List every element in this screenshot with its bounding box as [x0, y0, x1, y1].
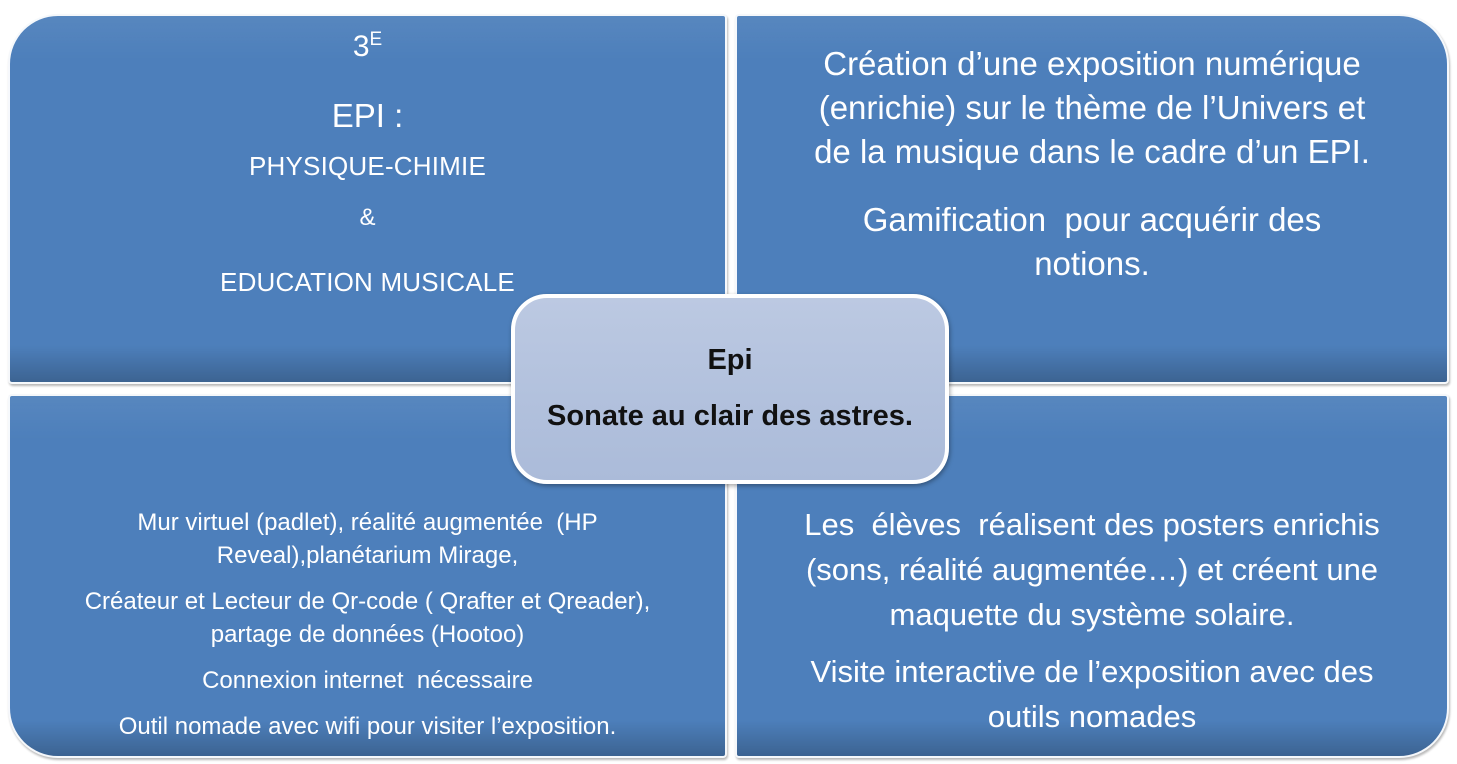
grade-level: 3E: [40, 30, 695, 65]
text-line: Connexion internet nécessaire: [202, 667, 533, 694]
text-line: Créateur et Lecteur de Qr-code ( Qrafter…: [84, 588, 651, 615]
text-line: Création d’une exposition numérique: [823, 45, 1361, 82]
text-line: outils nomades: [987, 699, 1197, 734]
paragraph-gamification: Gamification pour acquérir des notions.: [767, 198, 1417, 286]
text-line: (enrichie) sur le thème de l’Univers et: [818, 89, 1366, 126]
grade-suffix: E: [369, 29, 383, 50]
center-title-box: Epi Sonate au clair des astres.: [511, 294, 949, 484]
subject-physics: PHYSIQUE-CHIMIE: [248, 151, 487, 182]
text-line: Les élèves réalisent des posters enrichi…: [804, 507, 1380, 542]
text-line: notions.: [1034, 245, 1150, 282]
subject-music: EDUCATION MUSICALE: [220, 266, 515, 297]
quadrant-bottom-left: Mur virtuel (padlet), réalité augmentée …: [8, 394, 727, 758]
paragraph-internet: Connexion internet nécessaire: [40, 664, 695, 697]
paragraph-qrcode: Créateur et Lecteur de Qr-code ( Qrafter…: [40, 585, 695, 651]
center-subtitle: Sonate au clair des astres.: [547, 400, 913, 432]
text-line: Mur virtuel (padlet), réalité augmentée …: [137, 509, 598, 536]
text-line: Visite interactive de l’exposition avec …: [810, 654, 1374, 689]
paragraph-tools-ar: Mur virtuel (padlet), réalité augmentée …: [40, 506, 695, 572]
text-line: Reveal),planétarium Mirage,: [216, 542, 519, 569]
paragraph-project-description: Création d’une exposition numérique (enr…: [767, 42, 1417, 174]
text-line: Outil nomade avec wifi pour visiter l’ex…: [118, 713, 617, 740]
text-line: partage de données (Hootoo): [210, 621, 525, 648]
quadrant-bottom-left-content: Mur virtuel (padlet), réalité augmentée …: [10, 396, 725, 743]
quadrant-top-left-content: 3E EPI : PHYSIQUE-CHIMIE & EDUCATION MUS…: [10, 30, 725, 298]
text-line: de la musique dans le cadre d’un EPI.: [814, 133, 1370, 170]
text-line: (sons, réalité augmentée…) et créent une: [805, 552, 1379, 587]
paragraph-nomad-tool: Outil nomade avec wifi pour visiter l’ex…: [40, 710, 695, 743]
grade-number: 3: [352, 30, 370, 63]
ampersand: &: [359, 204, 376, 232]
paragraph-interactive-visit: Visite interactive de l’exposition avec …: [767, 649, 1417, 739]
text-line: Gamification pour acquérir des: [862, 201, 1322, 238]
epi-label: EPI :: [331, 96, 404, 134]
paragraph-students-posters: Les élèves réalisent des posters enrichi…: [767, 502, 1417, 637]
quadrant-top-right-content: Création d’une exposition numérique (enr…: [737, 16, 1447, 286]
quadrant-top-left: 3E EPI : PHYSIQUE-CHIMIE & EDUCATION MUS…: [8, 14, 727, 384]
matrix-grid: 3E EPI : PHYSIQUE-CHIMIE & EDUCATION MUS…: [8, 14, 1449, 758]
quadrant-top-right: Création d’une exposition numérique (enr…: [735, 14, 1449, 384]
center-title: Epi: [707, 344, 753, 377]
text-line: maquette du système solaire.: [889, 597, 1295, 632]
quadrant-bottom-right-content: Les élèves réalisent des posters enrichi…: [737, 396, 1447, 739]
